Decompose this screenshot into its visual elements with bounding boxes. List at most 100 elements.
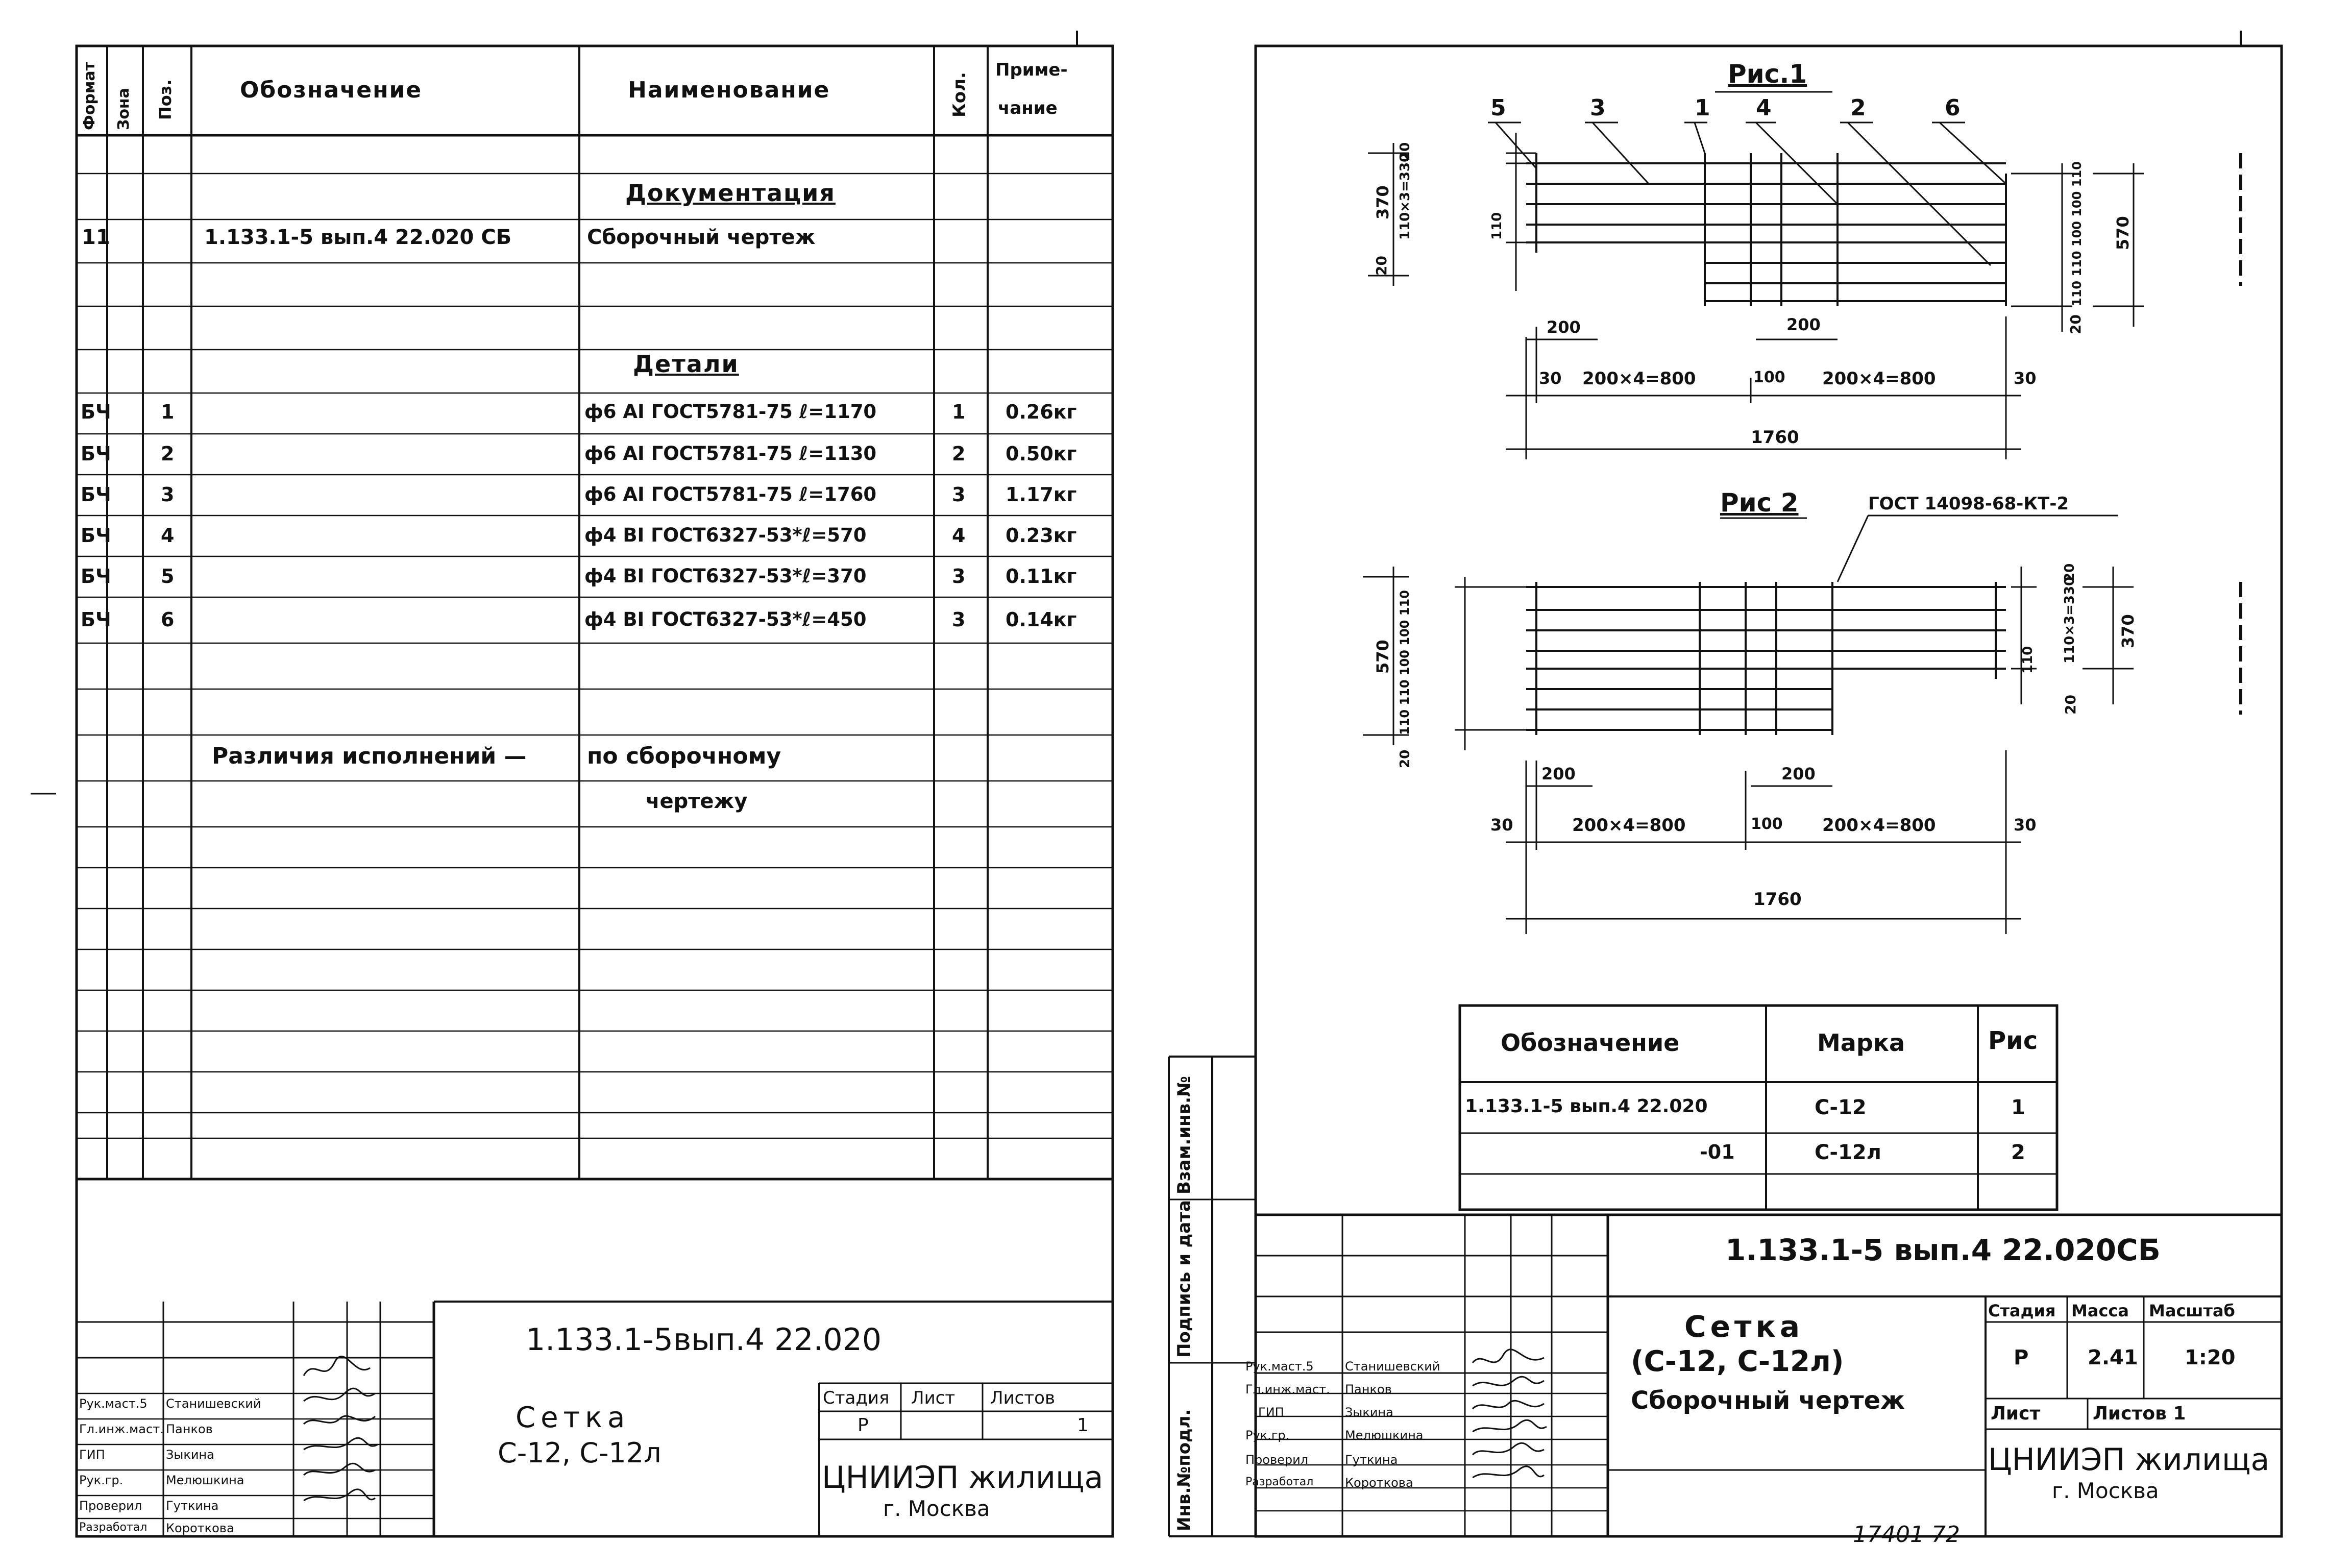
fig2-title: Рис 2	[1720, 488, 1799, 518]
col-note-header-2: чание	[998, 98, 1058, 118]
marks-row-fig: 1	[2011, 1096, 2025, 1119]
left-person-2: Панков	[166, 1422, 213, 1436]
right-mass-label: Масса	[2071, 1301, 2129, 1320]
row-pos: 6	[161, 608, 175, 631]
fig2-dim-30-a: 30	[1490, 815, 1513, 835]
right-person-6: Короткова	[1345, 1476, 1413, 1490]
row-pos: 1	[161, 401, 175, 423]
left-sheet-label: Лист	[911, 1388, 956, 1408]
fig2-dim-110x3: 110×3=330	[2062, 576, 2077, 664]
left-person-5: Гуткина	[166, 1499, 219, 1513]
right-sheet-frame	[1254, 44, 2283, 1538]
right-role-4: Рук.гр.	[1245, 1428, 1290, 1442]
fig2-dim-200-a: 200	[1541, 764, 1576, 783]
left-role-4: Рук.гр.	[79, 1473, 124, 1487]
marks-row-fig: 2	[2011, 1141, 2025, 1164]
right-role-5: Проверил	[1245, 1453, 1309, 1467]
fig2-dim-200x4-a: 200×4=800	[1572, 815, 1686, 836]
left-sheet-frame	[75, 44, 1114, 1538]
left-sheets: 1	[1077, 1415, 1089, 1436]
fig1-callout-1: 1	[1695, 95, 1710, 121]
fig1-dim-570: 570	[2113, 216, 2133, 250]
row-name: ф6 AI ГОСТ5781-75 ℓ=1130	[584, 443, 877, 464]
right-role-3: ГИП	[1258, 1405, 1284, 1419]
left-sheets-label: Листов	[990, 1388, 1056, 1408]
variants-note-c: чертежу	[646, 790, 748, 813]
row-name: ф6 AI ГОСТ5781-75 ℓ=1170	[584, 401, 877, 423]
left-role-1: Рук.маст.5	[79, 1396, 148, 1411]
marks-row-mark: С-12л	[1815, 1141, 1881, 1164]
row-qty: 1	[952, 401, 966, 423]
col-qty-header: Кол.	[949, 72, 970, 117]
row-note: 0.14кг	[1006, 608, 1077, 631]
fig1-dim-370: 370	[1373, 185, 1392, 219]
signatures-left	[303, 1355, 378, 1502]
footer-number: 17401 72	[1853, 1522, 1960, 1548]
fig2-dim-1760: 1760	[1753, 889, 1802, 910]
left-title-1: Сетка	[516, 1401, 630, 1434]
marks-header-mark: Марка	[1817, 1029, 1905, 1057]
fig1-dim-200x4-b: 200×4=800	[1822, 369, 1936, 389]
fig2-dim-200-b: 200	[1781, 764, 1816, 783]
fig1-callout-5: 5	[1490, 95, 1506, 121]
fig1-dim-110x3: 110×3=330	[1398, 153, 1413, 240]
fig1-dim-30-a: 30	[1539, 369, 1562, 388]
row-format: БЧ	[81, 565, 111, 587]
fig1-mesh	[1526, 153, 2007, 306]
left-person-4: Мелюшкина	[166, 1473, 244, 1487]
right-person-2: Панков	[1345, 1382, 1392, 1396]
variants-note-b: по сборочному	[587, 743, 781, 769]
marks-row-designation: 1.133.1-5 вып.4 22.020	[1465, 1096, 1708, 1117]
left-stage-label: Стадия	[823, 1388, 890, 1408]
left-role-3: ГИП	[79, 1448, 105, 1462]
right-sheet-label: Лист	[1991, 1403, 2041, 1424]
row-pos: 4	[161, 524, 175, 547]
row-note: 1.17кг	[1006, 483, 1077, 506]
fig1-dim-200x4-a: 200×4=800	[1582, 369, 1696, 389]
fig2-mesh	[1526, 582, 2006, 735]
row-pos: 2	[161, 443, 175, 465]
right-person-4: Мелюшкина	[1345, 1428, 1424, 1442]
fig1-dim-200-a: 200	[1547, 317, 1581, 337]
right-title-3: Сборочный чертеж	[1631, 1386, 1905, 1415]
section-documentation: Документация	[625, 179, 836, 207]
signatures-right	[1472, 1349, 1547, 1479]
fig2-dim-20-bottom: 20	[2062, 695, 2079, 715]
fig1-callout-6: 6	[1945, 95, 1961, 121]
marks-header-fig: Рис	[1988, 1026, 2038, 1055]
left-role-2: Гл.инж.маст.	[79, 1422, 164, 1436]
row-format: БЧ	[81, 608, 111, 631]
right-sheets-label: Листов 1	[2093, 1403, 2186, 1424]
fig1-dim-110: 110	[1489, 212, 1505, 240]
col-zone-header: Зона	[115, 88, 133, 130]
col-name-header: Наименование	[628, 77, 830, 103]
fig1-callout-3: 3	[1590, 95, 1606, 121]
marks-header-designation: Обозначение	[1501, 1029, 1680, 1057]
row-note: 0.50кг	[1006, 443, 1077, 465]
left-stage: Р	[858, 1415, 869, 1436]
left-person-6: Короткова	[166, 1521, 234, 1535]
row-name: ф4 BI ГОСТ6327-53*ℓ=450	[584, 608, 867, 630]
col-note-header-1: Приме-	[995, 60, 1068, 80]
right-stage-label: Стадия	[1988, 1301, 2056, 1320]
stamp-replaced-inv: Взам.инв.№	[1174, 1076, 1194, 1194]
row-note: 0.23кг	[1006, 524, 1077, 547]
right-org-2: г. Москва	[2052, 1478, 2159, 1503]
col-designation-header: Обозначение	[240, 77, 423, 103]
fig2-dim-100: 100	[1751, 815, 1783, 833]
fig2-gost: ГОСТ 14098-68-КТ-2	[1868, 494, 2069, 514]
row-qty: 3	[952, 608, 966, 631]
fig1-dim-200-b: 200	[1786, 315, 1821, 334]
right-role-6: Разработал	[1245, 1476, 1314, 1488]
right-stage: Р	[2014, 1346, 2029, 1369]
marks-row-designation: -01	[1700, 1141, 1735, 1163]
left-person-3: Зыкина	[166, 1448, 214, 1462]
stamp-inv-no: Инв.№подл.	[1174, 1409, 1194, 1531]
row-name: ф4 BI ГОСТ6327-53*ℓ=370	[584, 565, 867, 587]
stamp-signature-date: Подпись и дата	[1174, 1200, 1194, 1358]
section-details: Детали	[633, 350, 739, 378]
fig2-dim-370: 370	[2118, 614, 2138, 648]
right-mass: 2.41	[2088, 1346, 2138, 1369]
right-title-1: Сетка	[1684, 1309, 1804, 1344]
